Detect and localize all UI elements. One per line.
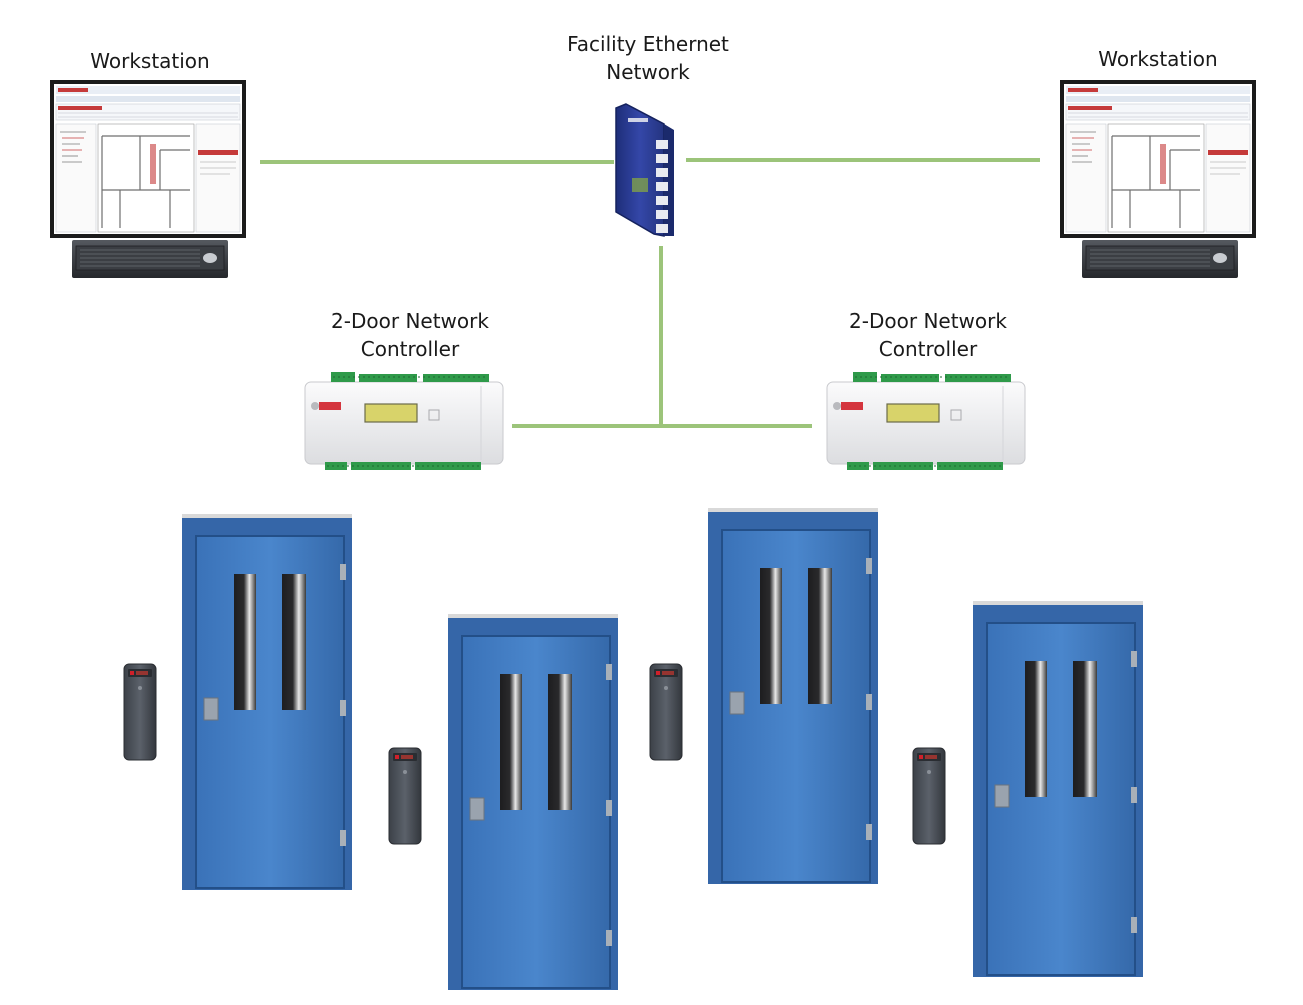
controller-right-label-line1: 2-Door Network xyxy=(849,309,1007,333)
controller-right-label-line2: Controller xyxy=(878,337,978,361)
workstation-right-text: Workstation xyxy=(1098,47,1218,71)
door-4-icon xyxy=(972,600,1144,978)
controller-left-label-line2: Controller xyxy=(360,337,460,361)
card-reader-3-icon xyxy=(649,663,683,761)
controller-left-label: 2-Door Network Controller xyxy=(300,307,520,363)
network-label-line1: Facility Ethernet xyxy=(567,32,729,56)
controller-right-label: 2-Door Network Controller xyxy=(818,307,1038,363)
door-2-icon xyxy=(447,613,619,991)
controller-left-label-line1: 2-Door Network xyxy=(331,309,489,333)
workstation-left-text: Workstation xyxy=(90,49,210,73)
controller-left-icon xyxy=(304,371,504,471)
network-label: Facility Ethernet Network xyxy=(540,30,756,86)
ethernet-switch-icon xyxy=(615,103,674,237)
door-1-icon xyxy=(181,513,353,891)
workstation-left-icon xyxy=(49,79,247,279)
workstation-left-label: Workstation xyxy=(60,47,240,75)
network-connections xyxy=(260,158,1040,428)
workstation-right-label: Workstation xyxy=(1068,45,1248,73)
workstation-right-icon xyxy=(1059,79,1257,279)
network-label-line2: Network xyxy=(606,60,690,84)
door-3-icon xyxy=(707,507,879,885)
card-reader-2-icon xyxy=(388,747,422,845)
card-reader-4-icon xyxy=(912,747,946,845)
controller-right-icon xyxy=(826,371,1026,471)
card-reader-1-icon xyxy=(123,663,157,761)
